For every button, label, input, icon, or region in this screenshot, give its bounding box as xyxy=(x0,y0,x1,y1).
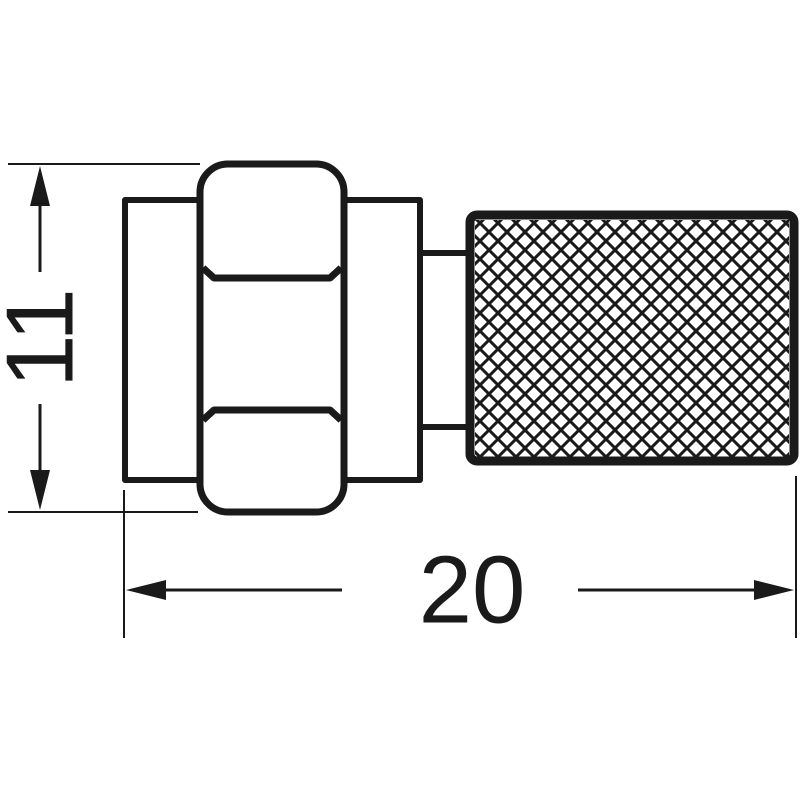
right-sleeve xyxy=(341,197,423,483)
arrowhead-down xyxy=(30,470,50,510)
arrowhead-right xyxy=(754,580,794,600)
knurled-grip xyxy=(465,210,799,466)
length-dimension: 20 xyxy=(123,476,797,644)
hex-facet-bottom xyxy=(200,406,344,423)
left-sleeve xyxy=(122,197,203,483)
height-dimension: 11 xyxy=(0,163,200,513)
arrowhead-left xyxy=(126,580,166,600)
hex-facet-top xyxy=(200,265,344,282)
height-label: 11 xyxy=(0,288,94,388)
connector-body xyxy=(122,160,470,516)
hex-nut xyxy=(196,160,348,516)
length-label: 20 xyxy=(419,537,526,644)
arrowhead-up xyxy=(30,166,50,206)
